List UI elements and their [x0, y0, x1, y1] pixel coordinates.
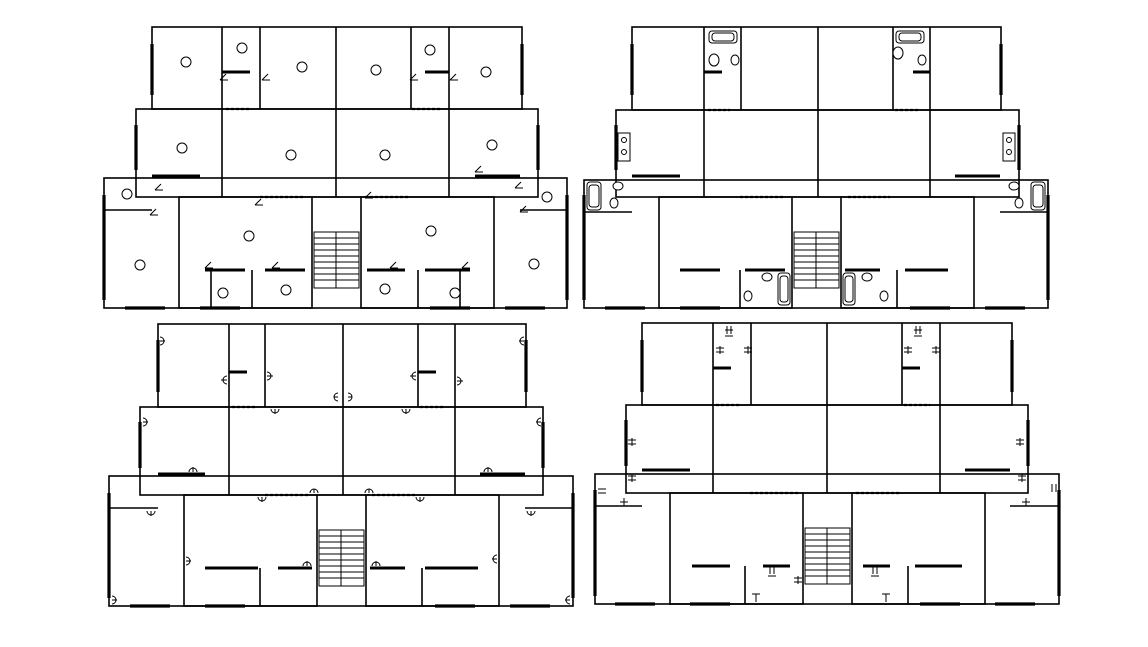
switch-icon [932, 346, 940, 354]
ceiling-light-icon [379, 149, 391, 161]
switch-icon [628, 438, 636, 446]
sink-icon [861, 272, 873, 282]
wall-outlet-icon [519, 336, 525, 346]
switch-icon [628, 474, 636, 482]
wall-outlet-icon [347, 392, 353, 402]
ceiling-light-icon [449, 287, 461, 299]
switch-icon [725, 326, 733, 337]
wall-outlet-icon [565, 595, 571, 605]
wall-outlet-icon [257, 496, 267, 502]
switch-icon [1016, 438, 1024, 446]
ceiling-light-icon [280, 284, 292, 296]
ceiling-light-icon [528, 258, 540, 270]
staircase [318, 529, 365, 587]
plumbing-fixture-plan [582, 26, 1050, 310]
sink-icon [1008, 181, 1020, 191]
wall-outlet-icon [415, 496, 425, 502]
switch-icon [620, 498, 628, 506]
switch-icon [871, 566, 879, 577]
ceiling-light-icon [480, 66, 492, 78]
wall-outlet-icon [159, 336, 165, 346]
switch-icon [1051, 484, 1057, 492]
switch-icon [768, 566, 776, 577]
sink-icon [730, 54, 740, 66]
ceiling-light-icon [486, 139, 498, 151]
switch-icon [904, 346, 912, 354]
wall-outlet-icon [302, 561, 312, 567]
toilet-icon [609, 197, 619, 209]
switch-icon [598, 488, 606, 494]
ceiling-light-icon [379, 283, 391, 295]
staircase [804, 527, 851, 585]
wall-outlet-icon [146, 510, 156, 516]
ceiling-light-icon [180, 56, 192, 68]
ceiling-light-icon [424, 44, 436, 56]
wall-outlet-icon [111, 595, 117, 605]
ceiling-light-icon [236, 42, 248, 54]
switch-icon [744, 346, 752, 354]
wall-outlet-icon [401, 408, 411, 414]
ceiling-light-icon [243, 230, 255, 242]
switch-icon [752, 593, 760, 602]
wall-outlet-icon [371, 561, 381, 567]
switch-layout-plan [593, 322, 1061, 606]
wall-outlet-icon [364, 488, 374, 494]
wall-outlet-icon [492, 554, 498, 564]
wall-outlet-icon [221, 375, 228, 385]
toilet-icon [743, 290, 753, 302]
switch-icon [794, 576, 802, 584]
wall-outlet-icon [526, 510, 536, 516]
sink-icon [917, 54, 927, 66]
ceiling-light-icon [121, 188, 133, 200]
wall-outlet-icon [483, 467, 493, 473]
sink-icon [612, 181, 624, 191]
ceiling-light-icon [176, 142, 188, 154]
toilet-icon [1014, 197, 1024, 209]
switch-icon [882, 593, 890, 602]
wall-outlet-icon [309, 488, 319, 494]
switch-icon [1018, 474, 1026, 482]
switch-icon [716, 346, 724, 354]
wall-outlet-icon [410, 371, 417, 381]
toilet-icon [879, 290, 889, 302]
ceiling-lighting-plan [102, 26, 569, 310]
wall-outlet-icon [188, 467, 198, 473]
wall-outlet-icon [333, 392, 339, 402]
electrical-outlet-plan [107, 323, 575, 608]
ceiling-light-icon [370, 64, 382, 76]
staircase [313, 231, 360, 289]
wall-outlet-icon [266, 371, 273, 381]
ceiling-light-icon [425, 225, 437, 237]
switch-icon [914, 326, 922, 337]
wall-outlet-icon [456, 376, 463, 386]
ceiling-light-icon [296, 61, 308, 73]
ceiling-light-icon [285, 149, 297, 161]
sink-icon [761, 272, 773, 282]
wall-outlet-icon [270, 408, 280, 414]
wall-outlet-icon [185, 556, 191, 566]
ceiling-light-icon [134, 259, 146, 271]
toilet-icon [892, 46, 904, 60]
switch-icon [1022, 498, 1030, 506]
ceiling-light-icon [217, 287, 229, 299]
toilet-icon [708, 53, 720, 67]
wall-outlet-icon [536, 417, 542, 427]
ceiling-light-icon [541, 191, 553, 203]
wall-outlet-icon [142, 417, 148, 427]
staircase [793, 231, 840, 289]
